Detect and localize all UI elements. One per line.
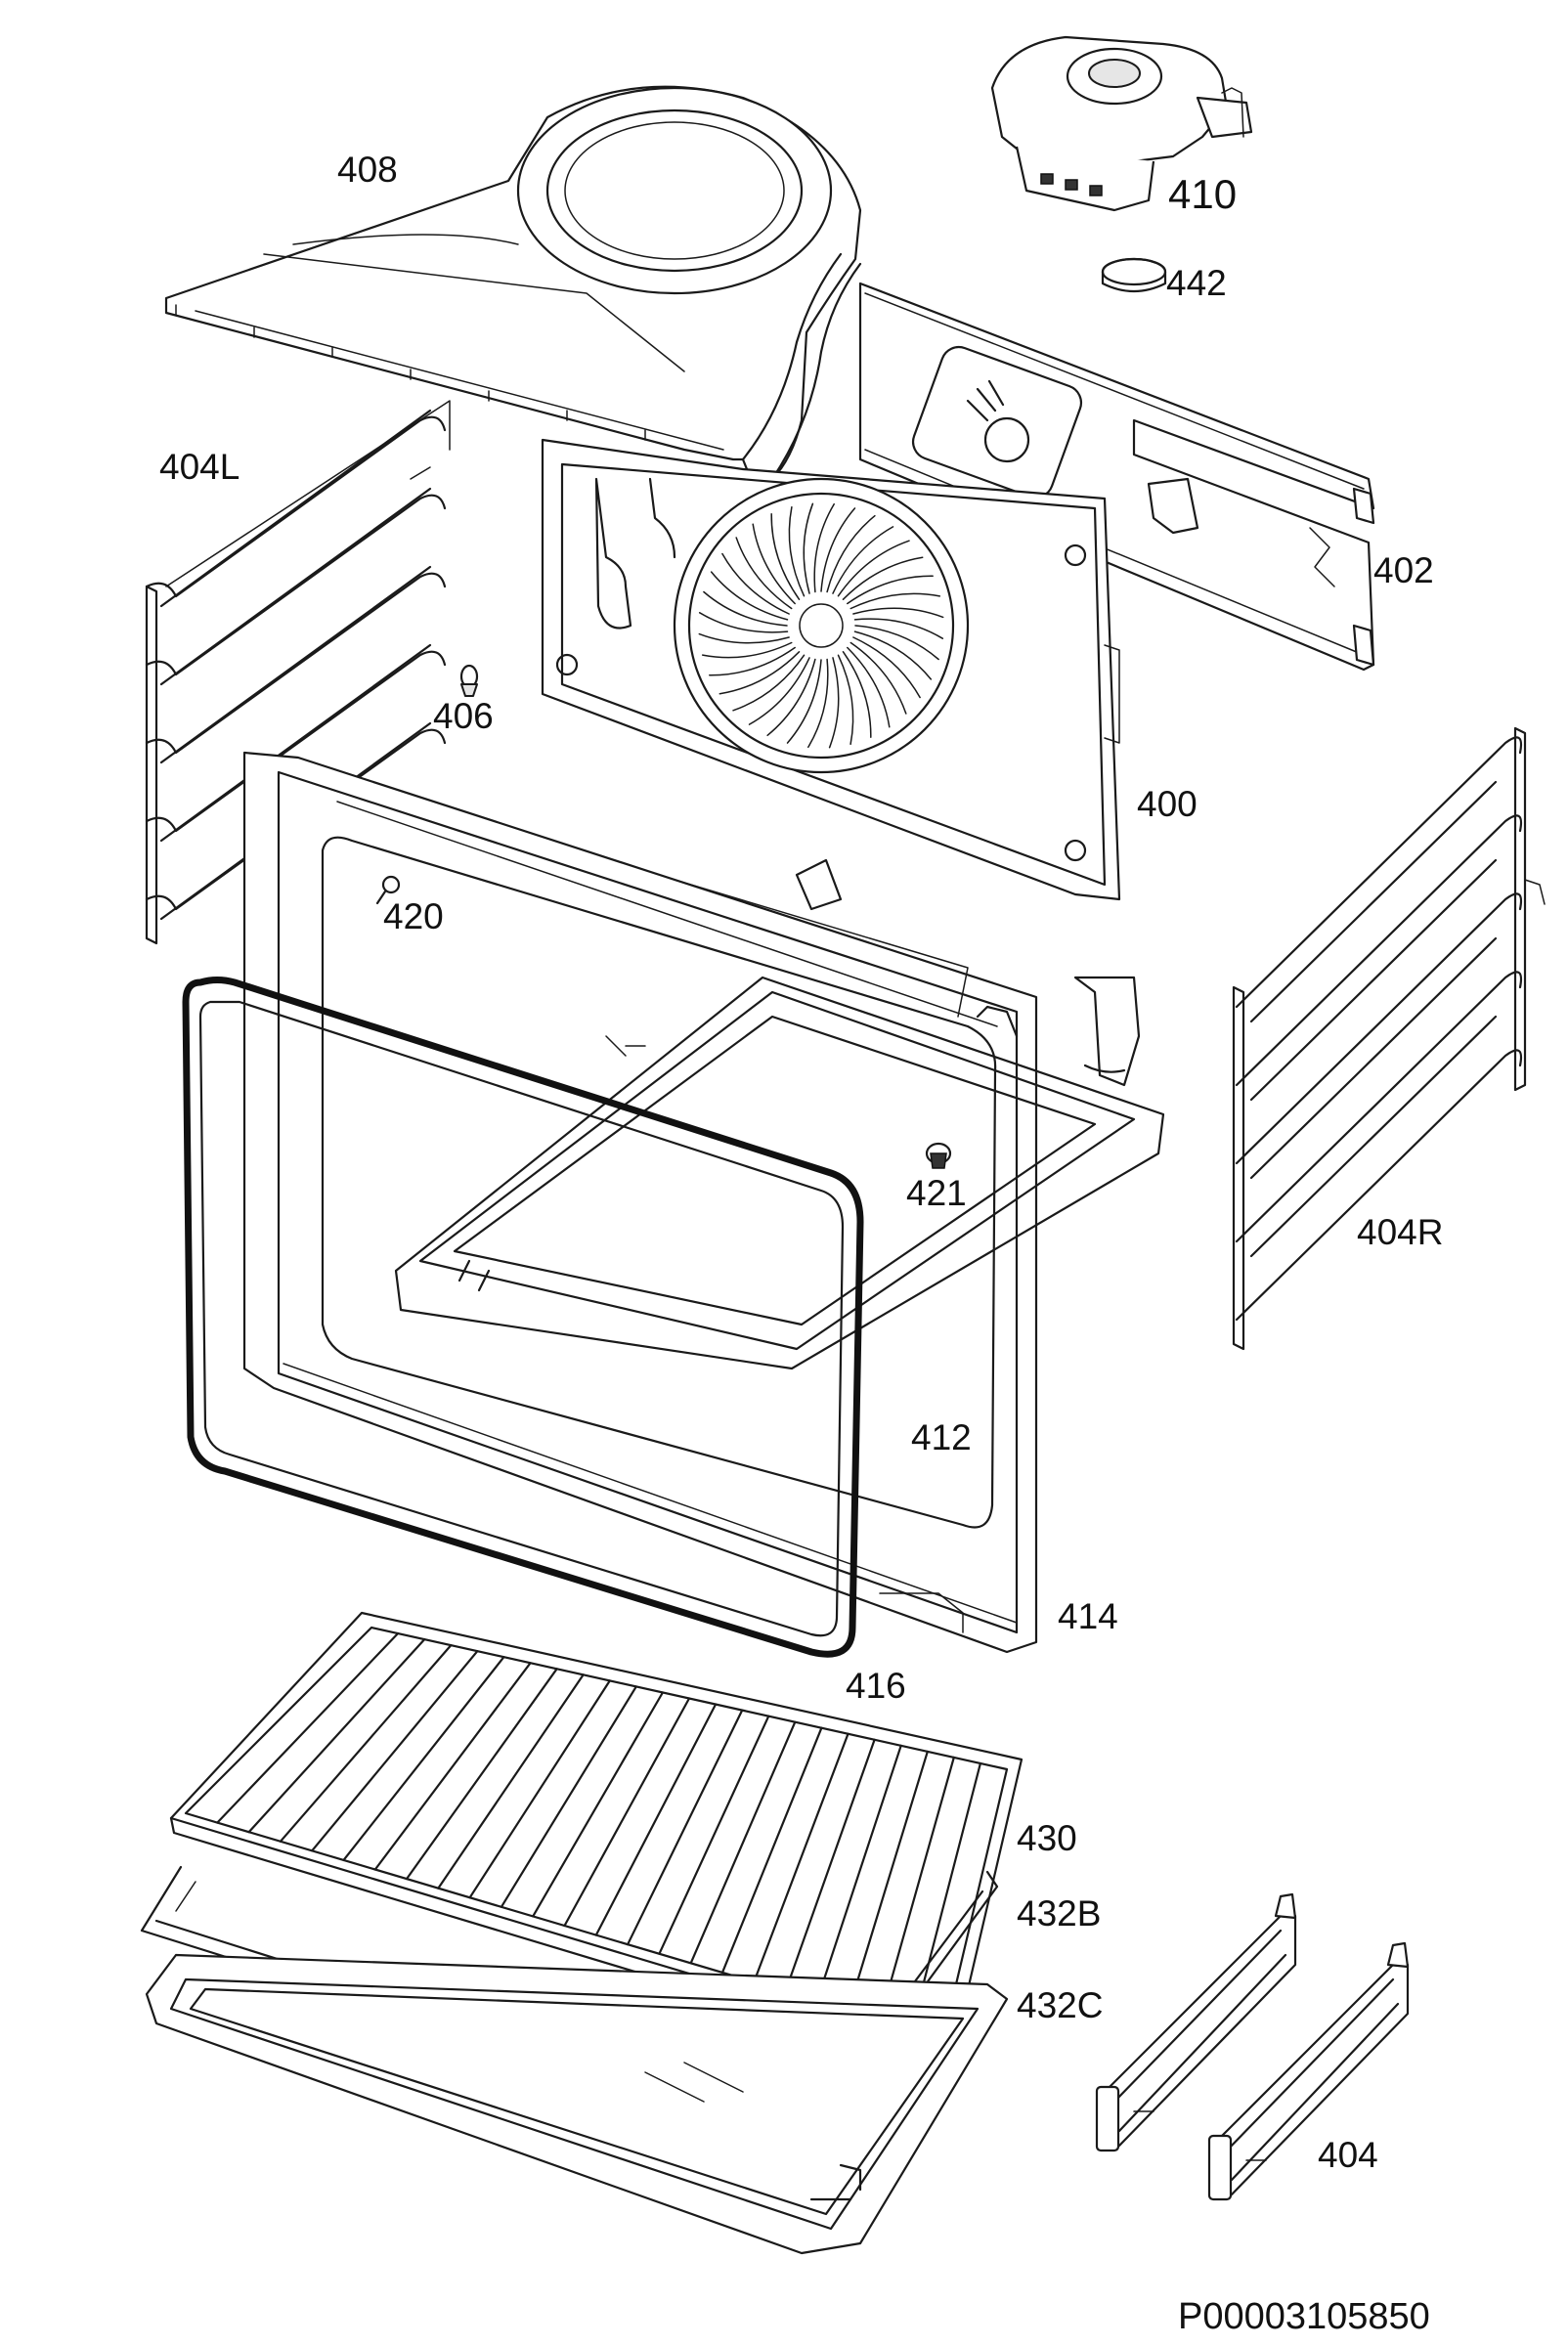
part-408-fan-cover-drawing — [164, 85, 862, 486]
part-420-screw-drawing — [375, 875, 401, 905]
part-404L-left-shelf-support-drawing — [145, 400, 451, 945]
label-430: 430 — [1017, 1818, 1077, 1858]
label-442: 442 — [1166, 263, 1227, 303]
label-406: 406 — [433, 696, 494, 736]
part-442-cap-drawing — [1101, 257, 1167, 293]
label-432C: 432C — [1017, 1985, 1103, 2025]
label-416: 416 — [846, 1666, 906, 1706]
part-400-rear-panel-drawing — [541, 438, 1121, 901]
label-404L: 404L — [159, 447, 240, 487]
label-410: 410 — [1168, 171, 1237, 217]
part-406-screw-drawing — [459, 664, 479, 697]
label-402: 402 — [1373, 550, 1434, 590]
label-408: 408 — [337, 150, 398, 190]
part-416-door-gasket-drawing — [182, 977, 864, 1658]
label-400: 400 — [1137, 784, 1198, 824]
part-404R-right-shelf-support-drawing — [1232, 726, 1546, 1351]
part-432C-deep-tray-drawing — [145, 1953, 1009, 2255]
label-420: 420 — [383, 896, 444, 936]
label-412: 412 — [911, 1417, 972, 1457]
label-421: 421 — [906, 1173, 967, 1213]
grid-wires — [216, 1631, 981, 2030]
label-414: 414 — [1058, 1596, 1118, 1636]
part-410-switch-drawing — [990, 35, 1253, 212]
part-414-cavity-frame-drawing — [242, 751, 1038, 1654]
part-421-screw-drawing — [925, 1142, 952, 1169]
part-412-heating-element-drawing — [394, 976, 1165, 1370]
part-404-telescopic-runners-drawing — [1095, 1892, 1410, 2201]
label-404R: 404R — [1357, 1212, 1443, 1252]
part-402-rear-bracket-drawing — [858, 282, 1375, 672]
label-404: 404 — [1318, 2135, 1378, 2175]
fan-blades — [698, 502, 944, 749]
label-432B: 432B — [1017, 1893, 1101, 1933]
drawing-code: P00003105850 — [1178, 2296, 1430, 2337]
